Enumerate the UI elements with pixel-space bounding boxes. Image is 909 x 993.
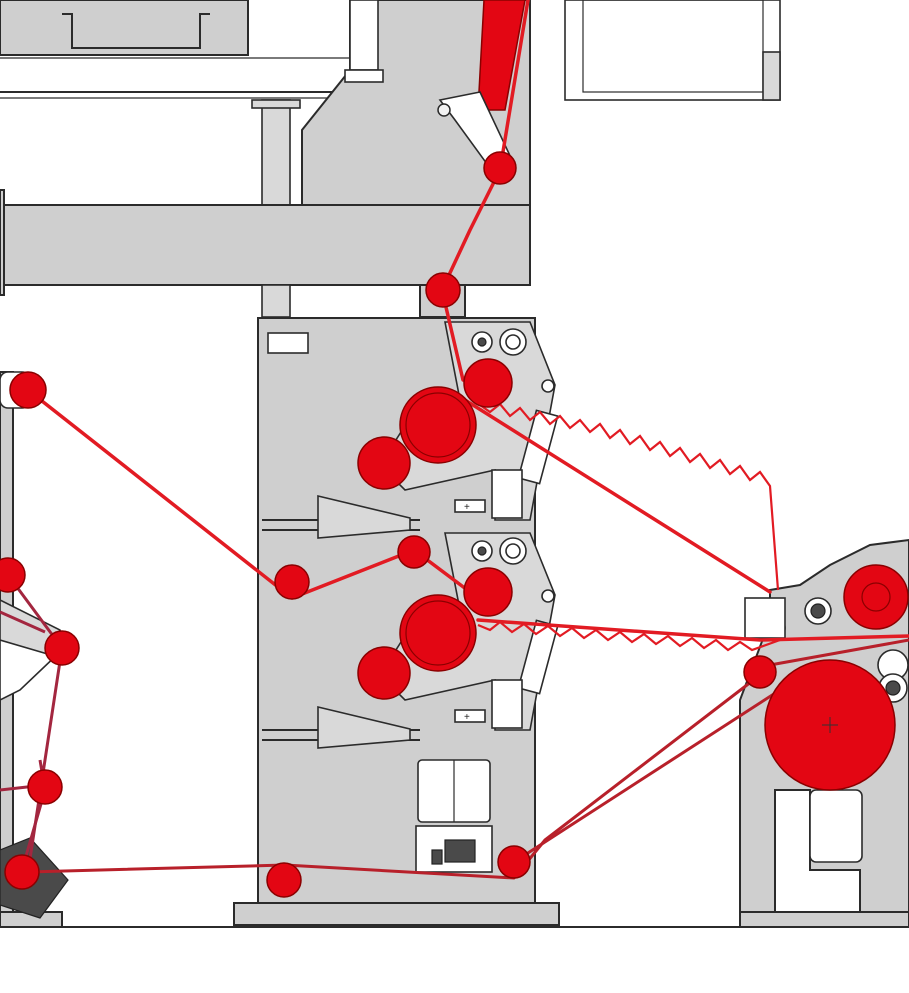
roll	[843, 564, 909, 630]
roll	[397, 535, 431, 569]
roll	[266, 862, 302, 898]
roll	[425, 272, 461, 308]
svg-text:+: +	[464, 502, 470, 513]
roll	[44, 630, 80, 666]
roll	[497, 845, 531, 879]
roll	[4, 854, 40, 890]
roll	[399, 386, 477, 464]
roll	[27, 769, 63, 805]
roll	[743, 655, 777, 689]
svg-text:+: +	[464, 712, 470, 723]
roll	[463, 358, 513, 408]
roll	[463, 567, 513, 617]
roll	[357, 436, 411, 490]
roll	[399, 594, 477, 672]
rolls	[0, 151, 909, 898]
upper-gantry	[0, 0, 781, 318]
roll	[357, 646, 411, 700]
roll	[0, 557, 26, 593]
roll	[274, 564, 310, 600]
roll	[9, 371, 47, 409]
roll	[483, 151, 517, 185]
